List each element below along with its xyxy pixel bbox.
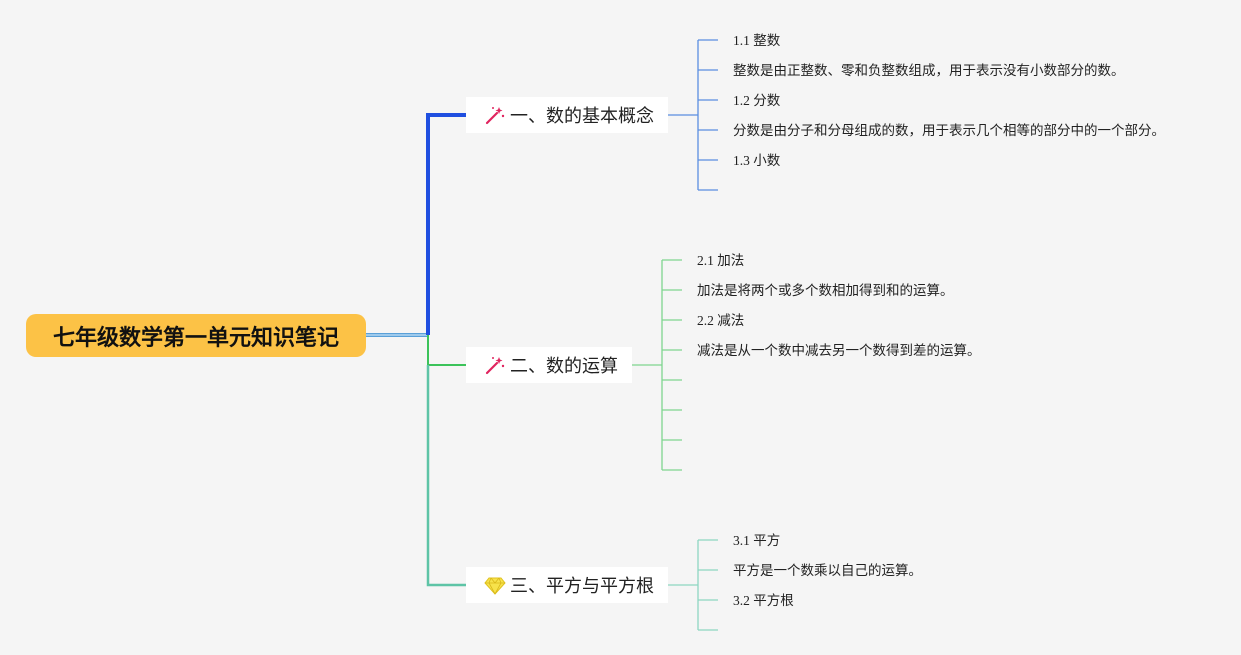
branch-1-connector xyxy=(426,113,466,335)
branch-1-leaf-bracket xyxy=(668,39,718,191)
leaf-3-2[interactable]: 平方是一个数乘以自己的运算。 xyxy=(733,563,922,578)
leaf-2-4[interactable]: 减法是从一个数中减去另一个数得到差的运算。 xyxy=(697,343,981,358)
branch-topic-2[interactable]: 二、数的运算 xyxy=(466,347,632,383)
branch-topic-3[interactable]: 三、平方与平方根 xyxy=(466,567,668,603)
root-topic[interactable]: 七年级数学第一单元知识笔记 xyxy=(26,314,366,357)
leaf-2-2[interactable]: 加法是将两个或多个数相加得到和的运算。 xyxy=(697,283,954,298)
leaf-1-4[interactable]: 分数是由分子和分母组成的数，用于表示几个相等的部分中的一个部分。 xyxy=(733,123,1165,138)
leaf-1-5[interactable]: 1.3 小数 xyxy=(733,153,781,168)
leaf-3-1[interactable]: 3.1 平方 xyxy=(733,533,781,548)
magic-wand-icon xyxy=(485,357,505,375)
diamond-icon xyxy=(484,577,506,595)
branch-2-connector xyxy=(427,335,466,366)
leaf-1-2[interactable]: 整数是由正整数、零和负整数组成，用于表示没有小数部分的数。 xyxy=(733,63,1125,78)
branch-topic-1-label: 一、数的基本概念 xyxy=(510,106,654,127)
leaf-3-3[interactable]: 3.2 平方根 xyxy=(733,593,794,608)
branch-topic-2-label: 二、数的运算 xyxy=(510,356,618,377)
branch-3-leaf-bracket xyxy=(668,539,718,631)
magic-wand-icon xyxy=(485,107,505,125)
branch-topic-3-label: 三、平方与平方根 xyxy=(510,576,654,597)
branch-3-connector xyxy=(426,365,466,587)
branch-topic-1[interactable]: 一、数的基本概念 xyxy=(466,97,668,133)
branch-2-leaf-bracket xyxy=(632,259,682,471)
leaf-2-1[interactable]: 2.1 加法 xyxy=(697,253,745,268)
leaf-2-3[interactable]: 2.2 减法 xyxy=(697,313,745,328)
leaf-1-3[interactable]: 1.2 分数 xyxy=(733,93,781,108)
leaf-1-1[interactable]: 1.1 整数 xyxy=(733,33,781,48)
